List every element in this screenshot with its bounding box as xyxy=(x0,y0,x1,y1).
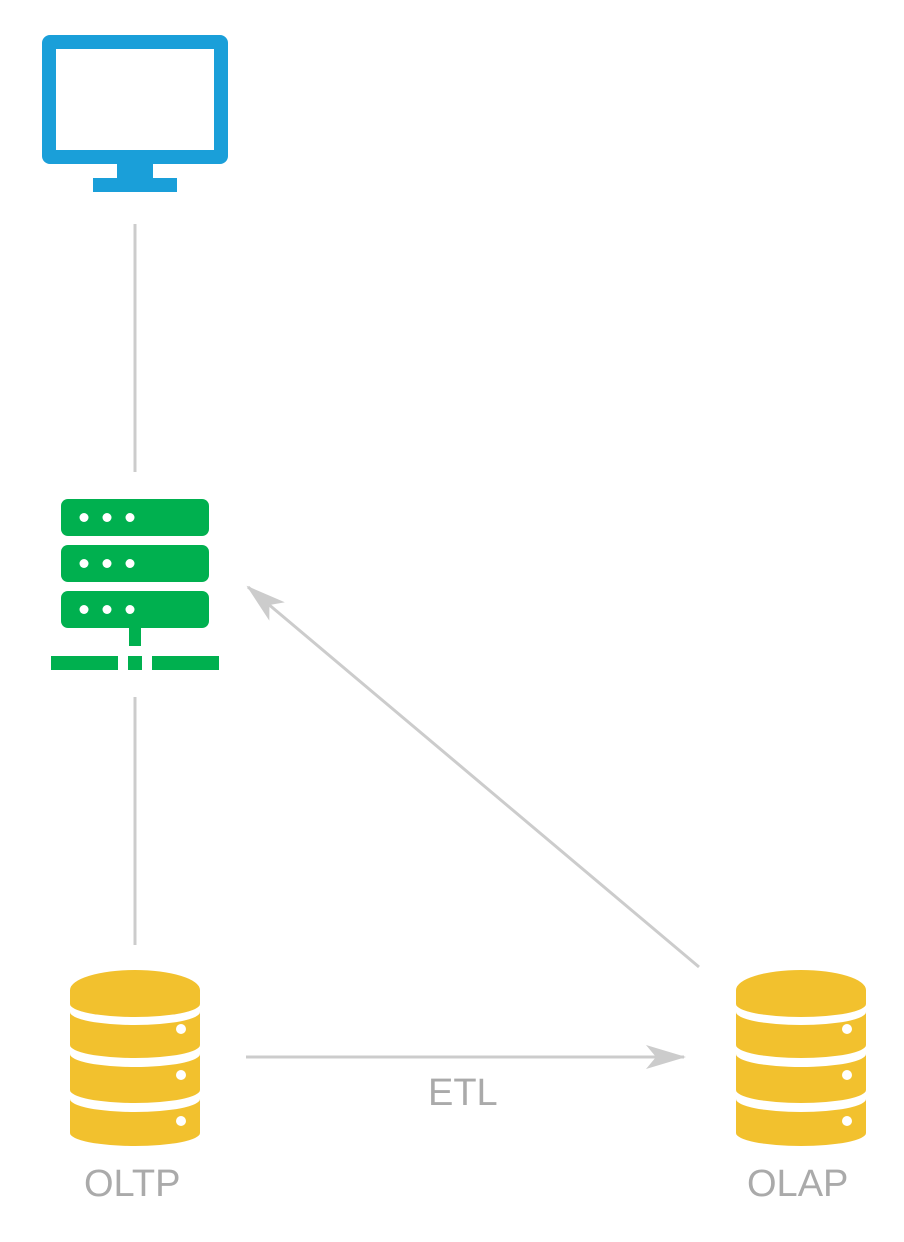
oltp-label: OLTP xyxy=(84,1163,181,1205)
oltp-database-icon xyxy=(70,970,200,1146)
monitor-icon xyxy=(42,35,228,192)
olap-label: OLAP xyxy=(747,1163,849,1205)
etl-edge-label: ETL xyxy=(428,1072,498,1114)
olap-database-icon xyxy=(736,970,866,1146)
server-icon xyxy=(51,499,219,670)
olap-to-server-arrow xyxy=(246,585,700,969)
